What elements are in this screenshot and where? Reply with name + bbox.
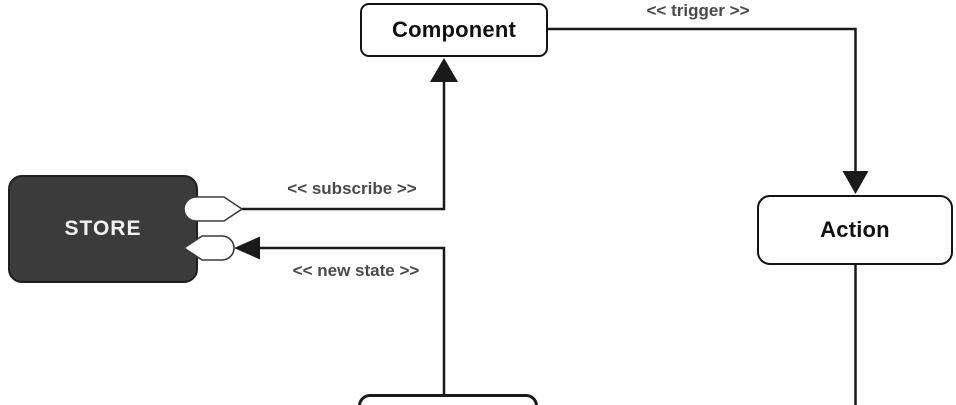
- component-node-label: Component: [391, 17, 516, 42]
- edge-label-new-state: << new state >>: [292, 261, 420, 280]
- trigger-edge-line: [548, 27, 857, 171]
- store-node-label: STORE: [64, 217, 142, 240]
- store-node: STORE: [8, 175, 198, 283]
- action-node: Action: [757, 195, 953, 265]
- component-node: Component: [360, 3, 548, 57]
- action-node-label: Action: [820, 217, 890, 242]
- subscribe-arrowhead-icon: [430, 58, 458, 82]
- trigger-arrowhead-icon: [842, 171, 869, 194]
- bottom-partial-node: [358, 394, 538, 405]
- new-state-arrowhead-icon: [234, 236, 260, 260]
- edge-label-subscribe: << subscribe >>: [287, 179, 417, 198]
- edge-label-trigger: << trigger >>: [646, 1, 750, 20]
